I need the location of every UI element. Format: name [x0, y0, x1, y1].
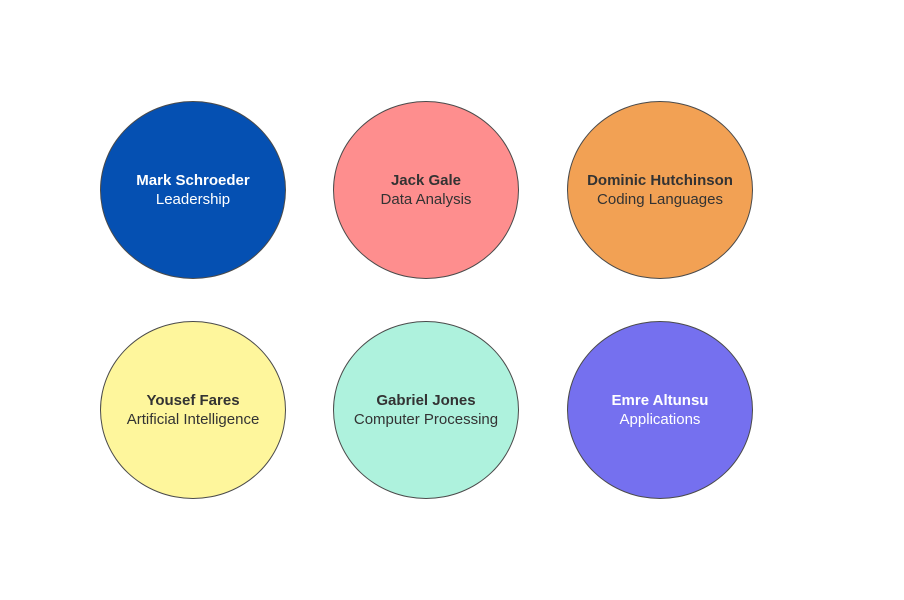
circle-node[interactable]: Gabriel Jones Computer Processing — [333, 321, 519, 499]
node-name: Dominic Hutchinson — [587, 172, 733, 189]
node-topic: Data Analysis — [380, 191, 472, 208]
circle-node[interactable]: Mark Schroeder Leadership — [100, 101, 286, 279]
circle-node[interactable]: Dominic Hutchinson Coding Languages — [567, 101, 753, 279]
circle-node[interactable]: Emre Altunsu Applications — [567, 321, 753, 499]
node-topic: Artificial Intelligence — [126, 411, 260, 428]
node-topic: Computer Processing — [353, 411, 499, 428]
node-topic: Coding Languages — [597, 191, 723, 208]
node-name: Jack Gale — [390, 172, 462, 189]
node-topic: Leadership — [155, 191, 231, 208]
node-name: Emre Altunsu — [611, 392, 709, 409]
circle-node[interactable]: Jack Gale Data Analysis — [333, 101, 519, 279]
circle-node[interactable]: Yousef Fares Artificial Intelligence — [100, 321, 286, 499]
node-name: Gabriel Jones — [376, 392, 476, 409]
node-name: Yousef Fares — [146, 392, 240, 409]
node-topic: Applications — [619, 411, 701, 428]
node-name: Mark Schroeder — [136, 172, 250, 189]
